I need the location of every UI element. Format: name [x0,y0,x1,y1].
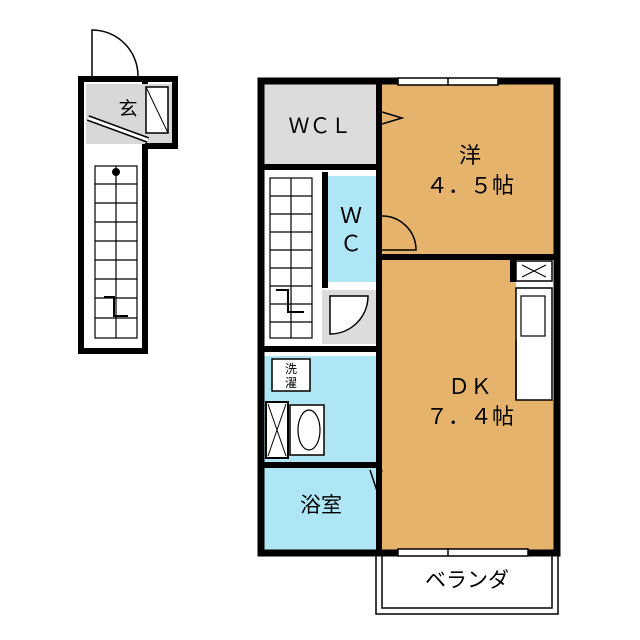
stair-arrow-right-icon [276,289,304,313]
entrance-wall [81,76,178,149]
dk-size: ７．４帖 [426,405,514,430]
fridge-mark-b [521,264,547,278]
balcony-outline [375,556,559,615]
stair-start-dot [112,168,120,176]
balcony-inner [381,556,553,609]
washing-machine [271,358,311,392]
door-swings [329,111,417,491]
bathroom-floor [264,468,376,550]
stair-treads-left [94,165,138,339]
western-room-size: ４．５帖 [426,174,514,199]
wcl-label: ＷＣＬ [289,114,352,138]
western-room-floor [382,84,554,254]
kitchen-sink [520,295,546,337]
wash-basin-bowl [297,409,321,451]
dk-floor-lower [516,400,554,550]
laundry-label-top: 洗 [285,362,297,376]
windows [397,77,529,557]
dk-floor [382,260,516,550]
entrance-partition-inner [87,116,149,142]
wcl-floor [264,84,376,164]
interior-walls [261,81,557,553]
western-room-name: 洋 [459,144,481,169]
entrance-stair-unit: 玄 [78,29,178,354]
entrance-door-icon [91,29,139,77]
laundry-label-bottom: 濯 [285,376,297,390]
balcony: ベランダ [375,556,559,615]
toilet-floor [328,176,376,282]
dk-name: ＤＫ [448,375,492,400]
balcony-label: ベランダ [425,568,509,592]
vanity-mark-b [267,403,287,457]
toilet-label-w: Ｗ [340,204,362,229]
entrance-label: 玄 [118,98,137,120]
main-unit: 洗 濯 ＷＣＬ 洋 ４．５帖 Ｗ Ｃ ＤＫ ７．４帖 浴室 [257,77,561,557]
bathroom-label: 浴室 [300,493,342,517]
toilet-label-c: Ｃ [340,232,362,257]
shoe-cabinet-mark [145,86,169,134]
stair-arrow-icon [104,296,128,317]
